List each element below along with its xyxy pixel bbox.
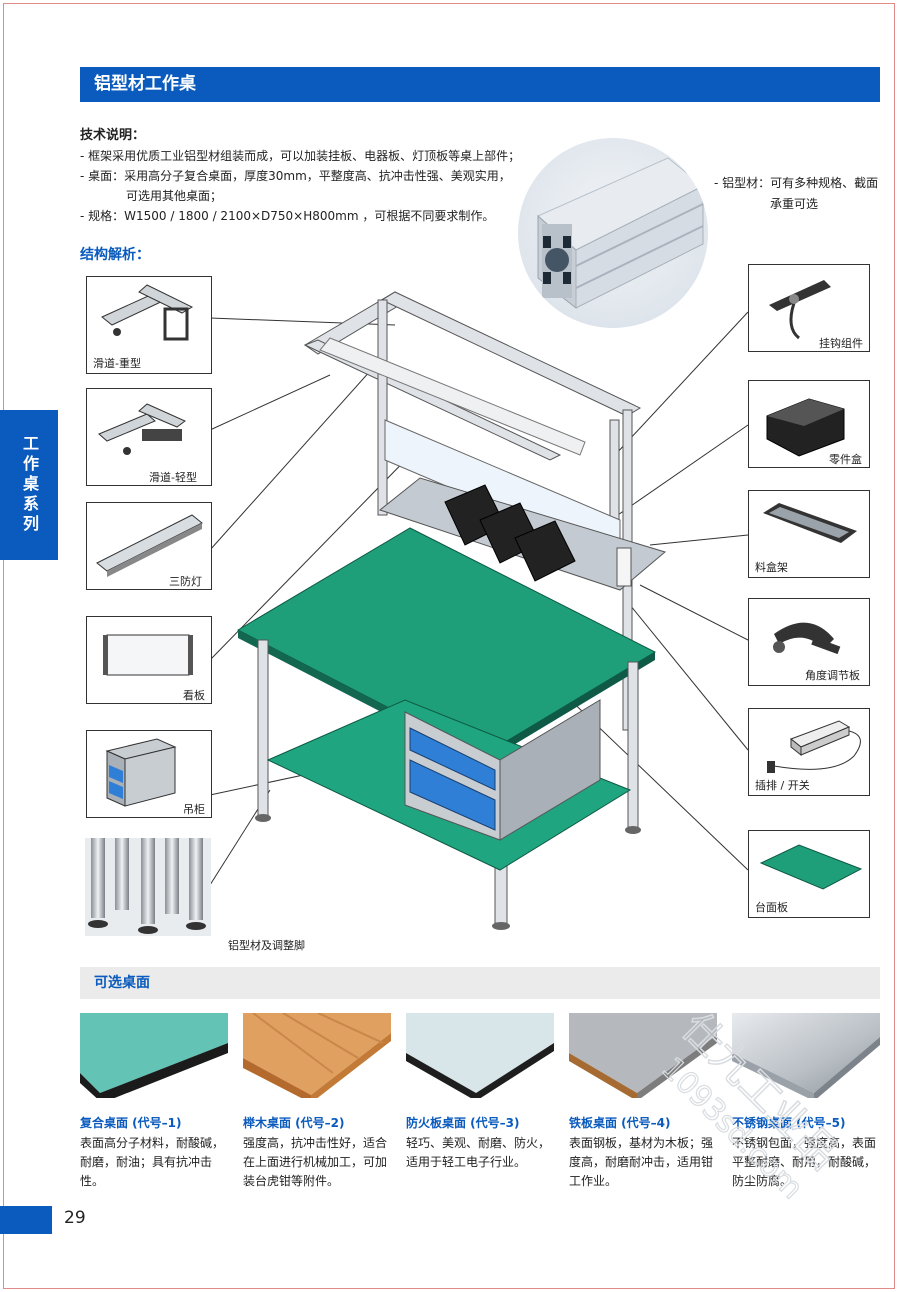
structure-heading: 结构解析： (80, 247, 150, 263)
side-tab: 工作桌系列 (0, 410, 58, 560)
part-angle-plate: 角度调节板 (748, 598, 870, 686)
part-slide-light: 滑道-轻型 (86, 388, 212, 486)
part-bin-rack: 料盒架 (748, 490, 870, 578)
sample-description: 表面钢板，基材为木板；强度高，耐磨耐冲击，适用钳工作业。 (569, 1136, 714, 1188)
part-label: 滑道-轻型 (149, 471, 197, 484)
sample-stainless (732, 1013, 880, 1098)
part-board: 看板 (86, 616, 212, 704)
part-label: 滑道-重型 (93, 357, 141, 370)
sample-title: 铁板桌面 (代号–4) (569, 1116, 671, 1130)
part-power-strip: 插排 / 开关 (748, 708, 870, 796)
page-number-tab (0, 1206, 52, 1234)
part-lamp: 三防灯 (86, 502, 212, 590)
part-label: 三防灯 (169, 575, 202, 588)
part-hook: 挂钩组件 (748, 264, 870, 352)
sample-title: 复合桌面 (代号–1) (80, 1116, 182, 1130)
sample-title: 不锈钢桌面 (代号–5) (732, 1116, 846, 1130)
aluminum-profile-photo (518, 138, 708, 328)
sample-description: 轻巧、美观、耐磨、防火，适用于轻工电子行业。 (406, 1136, 551, 1169)
profile-note-line: - 铝型材：可有多种规格、截面 (714, 176, 879, 190)
tech-heading: 技术说明： (80, 128, 146, 143)
part-label: 看板 (183, 689, 205, 702)
tech-line: - 框架采用优质工业铝型材组装而成，可以加装挂板、电器板、灯顶板等桌上部件； (80, 149, 521, 163)
tech-line: 可选用其他桌面； (126, 189, 223, 203)
options-heading: 可选桌面 (80, 967, 880, 999)
side-tab-label: 工作桌系列 (20, 435, 39, 535)
part-label: 插排 / 开关 (755, 779, 810, 792)
page-number: 29 (64, 1208, 86, 1228)
sample-steel (569, 1013, 717, 1098)
part-label: 挂钩组件 (819, 337, 863, 350)
profile-note: - 铝型材：可有多种规格、截面 承重可选 (714, 173, 878, 215)
foot-label: 铝型材及调整脚 (228, 939, 305, 952)
sample-beech (243, 1013, 391, 1098)
tech-line: - 规格：W1500 / 1800 / 2100×D750×H800mm ，可根… (80, 209, 495, 223)
part-label: 料盒架 (755, 561, 788, 574)
part-label: 角度调节板 (805, 669, 860, 682)
page-title: 铝型材工作桌 (80, 67, 880, 102)
sample-fireproof (406, 1013, 554, 1098)
tech-line: - 桌面：采用高分子复合桌面，厚度30mm，平整度高、抗冲击性强、美观实用， (80, 169, 511, 183)
part-table-top: 台面板 (748, 830, 870, 918)
profile-note-line: 承重可选 (770, 197, 819, 211)
sample-title: 防火板桌面 (代号–3) (406, 1116, 520, 1130)
aluminum-feet-photo (85, 838, 211, 936)
part-slide-heavy: 滑道-重型 (86, 276, 212, 374)
part-bin: 零件盒 (748, 380, 870, 468)
part-label: 台面板 (755, 901, 788, 914)
sample-description: 不锈钢包面，强度高，表面平整耐磨、耐用，耐酸碱，防尘防腐。 (732, 1136, 877, 1188)
sample-description: 强度高，抗冲击性好，适合在上面进行机械加工，可加装台虎钳等附件。 (243, 1136, 388, 1188)
sample-description: 表面高分子材料，耐酸碱，耐磨，耐油；具有抗冲击性。 (80, 1136, 225, 1188)
page-border (3, 3, 895, 1289)
part-label: 吊柜 (183, 803, 205, 816)
sample-composite (80, 1013, 228, 1098)
sample-title: 榉木桌面 (代号–2) (243, 1116, 345, 1130)
tech-description: - 框架采用优质工业铝型材组装而成，可以加装挂板、电器板、灯顶板等桌上部件； -… (80, 146, 520, 226)
part-label: 零件盒 (829, 453, 862, 466)
part-hanging-cabinet: 吊柜 (86, 730, 212, 818)
